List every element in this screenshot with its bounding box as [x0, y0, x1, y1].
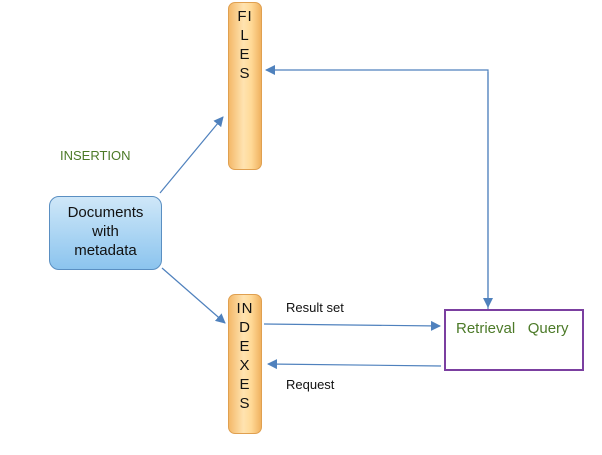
indexes-store: IN D E X E S — [228, 294, 262, 434]
files-letter: S — [239, 65, 251, 82]
files-letter: FI — [237, 8, 253, 25]
docs-to-indexes-arrow — [161, 267, 226, 324]
indexes-letter: IN — [236, 300, 254, 317]
documents-line: Documents — [67, 204, 144, 221]
query-to-files-arrow — [265, 65, 489, 309]
documents-line: with — [92, 223, 119, 240]
indexes-letter: X — [239, 357, 251, 374]
documents-with-metadata-box: Documents with metadata — [49, 196, 162, 270]
result-set-arrow — [263, 320, 441, 331]
indexes-letter: E — [239, 338, 251, 355]
indexes-letter: E — [239, 376, 251, 393]
request-label: Request — [286, 377, 335, 392]
retrieval-query-box: Retrieval Query — [444, 309, 584, 371]
files-store: FI L E S — [228, 2, 262, 170]
files-letter: L — [240, 27, 250, 44]
docs-to-files-arrow — [159, 116, 224, 194]
request-arrow — [267, 359, 442, 370]
indexes-letter: D — [239, 319, 251, 336]
indexes-letter: S — [239, 395, 251, 412]
insertion-label: INSERTION — [60, 148, 131, 163]
documents-line: metadata — [74, 242, 137, 259]
files-letter: E — [239, 46, 251, 63]
result-set-label: Result set — [286, 300, 344, 315]
